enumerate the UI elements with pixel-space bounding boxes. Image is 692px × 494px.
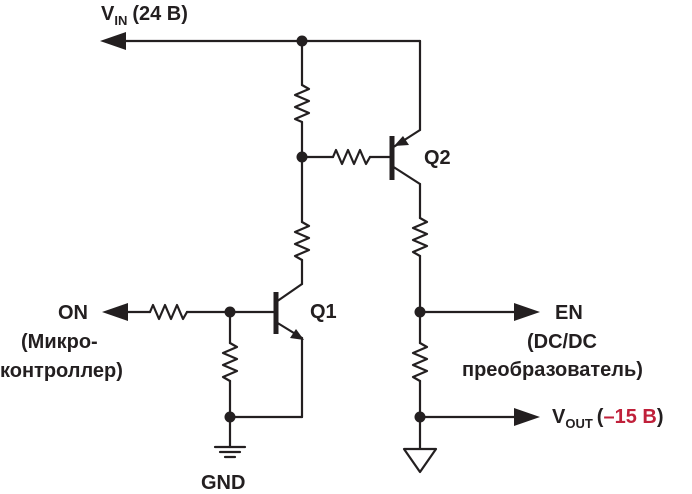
vout-output-line	[418, 408, 540, 426]
vout-value: –15 В	[603, 406, 656, 428]
on-note-line2: контроллер)	[0, 360, 123, 382]
en-output-line	[418, 303, 540, 321]
resistor-r-pulldown	[221, 310, 304, 449]
vin-label: VIN(24 В)	[101, 3, 188, 28]
vin-arrow-icon	[100, 32, 126, 50]
resistor-r-q1-collector	[293, 155, 311, 286]
en-arrow-icon	[514, 303, 540, 321]
q1-label: Q1	[310, 301, 337, 323]
junction-dot	[224, 411, 236, 423]
junction-dot	[296, 35, 308, 47]
junction-dot	[296, 151, 308, 163]
junction-dot	[414, 306, 426, 318]
vout-arrow-icon	[514, 408, 540, 426]
en-label: EN	[555, 302, 583, 324]
transistor-q2	[389, 128, 422, 220]
resistor-r-q2-collector	[411, 216, 429, 314]
on-label: ON	[58, 302, 88, 324]
junction-dot	[224, 306, 236, 318]
q2-label: Q2	[424, 147, 451, 169]
resistor-r-q2-base	[300, 148, 394, 166]
en-note-line1: (DC/DC	[527, 331, 597, 353]
junctions	[224, 35, 426, 423]
negative-rail-triangle-icon	[402, 447, 438, 474]
transistor-q1	[273, 282, 304, 419]
q1-emitter-arrow-icon	[290, 329, 304, 340]
vin-rail	[100, 32, 422, 132]
resistor-r-top	[293, 39, 311, 159]
q2-emitter-arrow-icon	[394, 136, 409, 146]
en-note-line2: преобразователь)	[462, 359, 643, 381]
vout-label: VOUT(–15 В)	[552, 406, 664, 431]
on-input-line	[102, 303, 278, 321]
junction-dot	[414, 411, 426, 423]
on-note-line1: (Микро-	[21, 331, 98, 353]
gnd-label: GND	[201, 472, 245, 494]
on-arrow-icon	[102, 303, 128, 321]
ground-icon	[213, 445, 247, 459]
resistor-r-bottom	[411, 310, 429, 450]
